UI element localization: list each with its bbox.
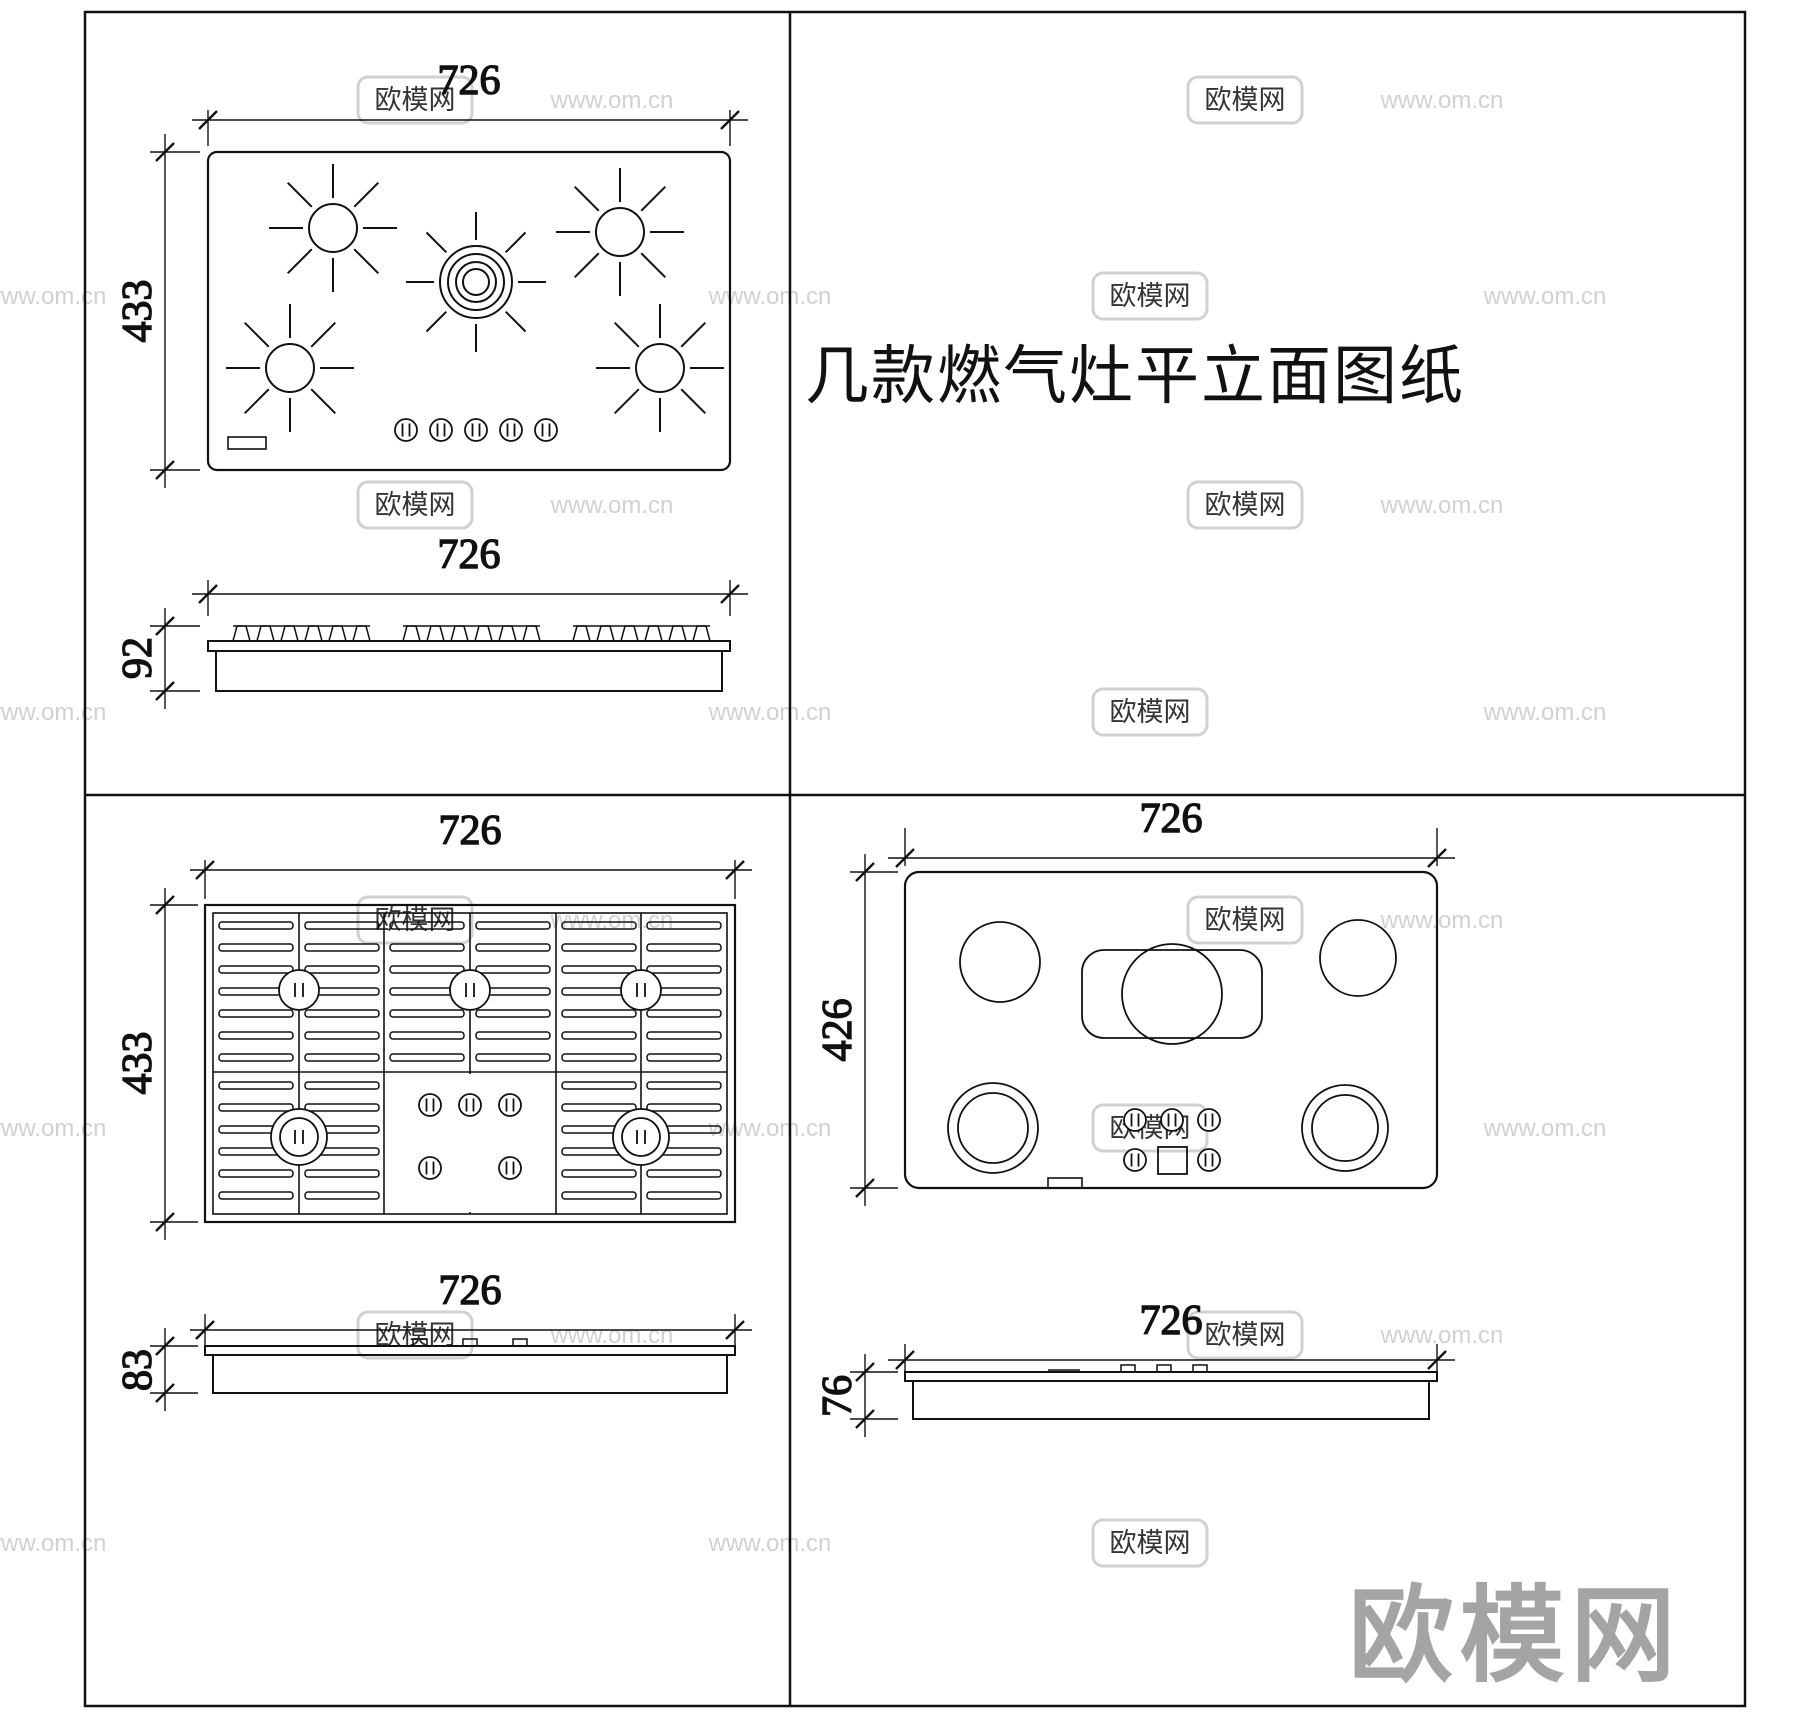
knob-profile-icon bbox=[462, 1338, 478, 1347]
sheet-frame bbox=[83, 10, 1747, 1708]
knob-profile-icon bbox=[1120, 1364, 1136, 1373]
watermark-big-brand: 欧模网 bbox=[1348, 1578, 1681, 1695]
burner-cap-icon bbox=[612, 1108, 670, 1166]
burner-ring-icon bbox=[1301, 1084, 1389, 1172]
cooktop-outline bbox=[206, 150, 732, 472]
cooktop-outline bbox=[203, 903, 737, 1224]
dim-label: 726 bbox=[438, 532, 501, 578]
knob-profile-icon bbox=[512, 1338, 528, 1347]
knob-icon bbox=[1123, 1108, 1147, 1132]
knob-icon bbox=[429, 418, 453, 442]
dim-height: 76 bbox=[814, 1354, 898, 1437]
cooktop-slab bbox=[904, 1371, 1438, 1382]
cooktop-outline bbox=[903, 870, 1439, 1190]
dim-label: 433 bbox=[115, 280, 161, 343]
dim-width: 726 bbox=[190, 807, 752, 899]
dim-label: 76 bbox=[815, 1375, 861, 1417]
dim-height: 83 bbox=[114, 1328, 198, 1411]
knob-icon bbox=[1197, 1148, 1221, 1172]
knob-icon bbox=[498, 1093, 522, 1117]
dim-width: 726 bbox=[192, 531, 748, 616]
glass-cooktop-elevation: 726 76 bbox=[814, 1297, 1455, 1437]
dim-width: 726 bbox=[192, 57, 748, 146]
dim-label: 726 bbox=[438, 58, 501, 104]
dim-label: 83 bbox=[115, 1349, 161, 1391]
dim-depth: 426 bbox=[814, 854, 898, 1206]
dim-width: 726 bbox=[190, 1267, 752, 1352]
knob-profile-icon bbox=[1156, 1364, 1172, 1373]
burner-icon bbox=[225, 303, 355, 433]
knob-icon bbox=[458, 1093, 482, 1117]
dim-depth: 433 bbox=[114, 888, 198, 1240]
dim-height: 92 bbox=[114, 608, 200, 709]
grate-profile-icon bbox=[572, 625, 711, 642]
knob-profile-icon bbox=[1192, 1364, 1208, 1373]
dim-label: 726 bbox=[1140, 796, 1203, 842]
knob-icon bbox=[418, 1093, 442, 1117]
sheet-title: 几款燃气灶平立面图纸 bbox=[805, 341, 1465, 412]
knob-icon bbox=[394, 418, 418, 442]
five-burner-elevation: 726 92 bbox=[114, 531, 748, 709]
five-burner-plan: 726 433 bbox=[114, 57, 748, 488]
burner-cap-icon bbox=[449, 969, 491, 1011]
burner-cap-icon bbox=[620, 969, 662, 1011]
knob-icon bbox=[1123, 1148, 1147, 1172]
dim-label: 726 bbox=[1140, 1298, 1203, 1344]
center-burner-ring-icon bbox=[1121, 943, 1223, 1045]
burner-ring-inner-icon bbox=[957, 1092, 1029, 1164]
dim-label: 726 bbox=[439, 808, 502, 854]
dim-label: 726 bbox=[439, 1268, 502, 1314]
cooktop-body bbox=[215, 650, 723, 692]
burner-ring-inner-icon bbox=[1311, 1094, 1379, 1162]
burner-icon bbox=[268, 163, 398, 293]
sheet-border bbox=[83, 10, 1747, 1708]
grate-stove-elevation: 726 83 bbox=[114, 1267, 752, 1411]
burner-cap-icon bbox=[278, 969, 320, 1011]
knob-icon bbox=[1160, 1108, 1184, 1132]
cooktop-slab bbox=[207, 640, 731, 652]
burner-ring-icon bbox=[959, 921, 1041, 1003]
knob-icon bbox=[499, 418, 523, 442]
dim-label: 426 bbox=[815, 999, 861, 1062]
knob-icon bbox=[534, 418, 558, 442]
burner-icon bbox=[595, 303, 725, 433]
dim-label: 92 bbox=[115, 637, 161, 679]
cooktop-body bbox=[212, 1354, 728, 1394]
grate-profile-icon bbox=[402, 625, 541, 642]
center-burner-tray bbox=[1081, 949, 1263, 1039]
knob-icon bbox=[418, 1156, 442, 1180]
burner-cap-icon bbox=[270, 1108, 328, 1166]
ignition-switch bbox=[1157, 1146, 1188, 1175]
burner-ring-icon bbox=[947, 1082, 1039, 1174]
brand-label-plate bbox=[227, 436, 267, 450]
dim-depth: 433 bbox=[114, 134, 200, 488]
center-burner-icon bbox=[405, 211, 547, 353]
glass-cooktop-plan: 726 426 bbox=[814, 795, 1455, 1206]
grate-stove-plan: 726 433 bbox=[114, 807, 752, 1240]
knob-icon bbox=[1197, 1108, 1221, 1132]
brand-label-plate bbox=[1047, 1177, 1083, 1189]
dim-width: 726 bbox=[888, 795, 1455, 869]
dim-width: 726 bbox=[888, 1297, 1455, 1382]
watermark-layer bbox=[0, 75, 1607, 1568]
knob-icon bbox=[464, 418, 488, 442]
cooktop-body bbox=[912, 1380, 1430, 1420]
dim-label: 433 bbox=[115, 1032, 161, 1095]
grate-profile-icon bbox=[232, 625, 371, 642]
burner-icon bbox=[555, 167, 685, 297]
knob-icon bbox=[498, 1156, 522, 1180]
burner-ring-icon bbox=[1319, 919, 1397, 997]
